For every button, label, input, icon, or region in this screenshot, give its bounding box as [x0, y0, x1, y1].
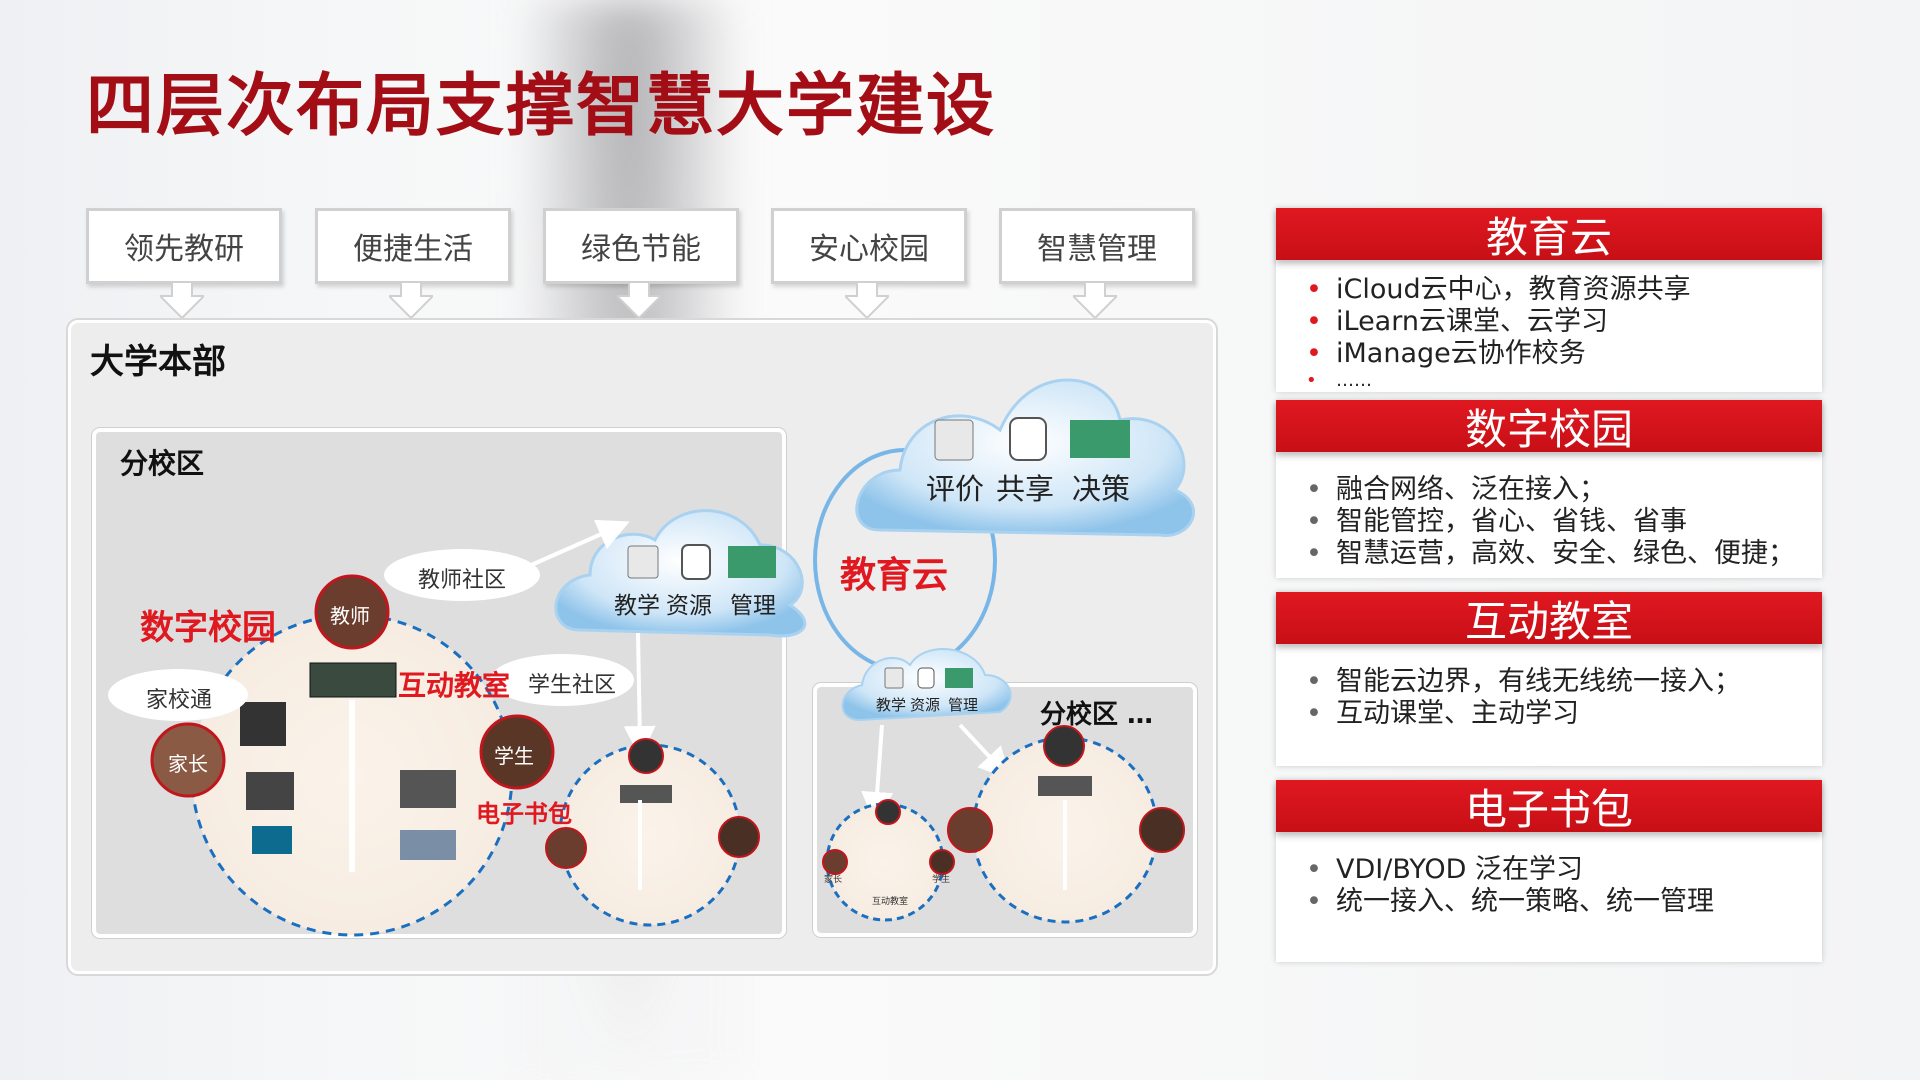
main-campus-title: 大学本部 [90, 342, 226, 382]
small-cloud-label-resource: 资源 [910, 696, 941, 714]
page-title: 四层次布局支撑智慧大学建设 [86, 67, 997, 146]
mid-cloud-label-manage: 管理 [730, 593, 776, 619]
card-edu-cloud: 教育云 iCloud云中心，教育资源共享 iLearn云课堂、云学习 iMana… [1276, 208, 1822, 392]
top-cloud-label-share: 共享 [996, 472, 1055, 506]
list-item: 智能云边界，有线无线统一接入； [1306, 666, 1822, 698]
down-arrow-icon [617, 282, 661, 318]
card-ebook-list: VDI/BYOD 泛在学习 统一接入、统一策略、统一管理 [1276, 832, 1822, 918]
card-ebook: 电子书包 VDI/BYOD 泛在学习 统一接入、统一策略、统一管理 [1276, 780, 1822, 962]
interactive-classroom-label: 互动教室 [398, 669, 511, 702]
small-parent-label: 家长 [824, 875, 843, 885]
small-cloud-label-manage: 管理 [948, 696, 979, 714]
list-item: 统一接入、统一策略、统一管理 [1306, 886, 1822, 918]
teacher-label: 教师 [330, 604, 370, 628]
top-cloud-label-decision: 决策 [1072, 472, 1131, 506]
down-arrow-icon [845, 282, 889, 318]
edu-cloud-label: 教育云 [840, 555, 949, 596]
small-student-label: 学生 [932, 875, 951, 885]
down-arrow-icon [1073, 282, 1117, 318]
card-interactive-classroom: 互动教室 智能云边界，有线无线统一接入； 互动课堂、主动学习 [1276, 592, 1822, 766]
ebook-label: 电子书包 [476, 800, 572, 828]
list-item: iLearn云课堂、云学习 [1306, 306, 1822, 338]
list-item: …… [1306, 370, 1822, 392]
student-community-label: 学生社区 [528, 673, 617, 698]
card-digital-campus: 数字校园 融合网络、泛在接入； 智能管控，省心、省钱、省事 智慧运营，高效、安全… [1276, 400, 1822, 578]
teacher-community-label: 教师社区 [418, 568, 507, 593]
tab-safe-campus: 安心校园 [771, 208, 967, 284]
card-digital-campus-list: 融合网络、泛在接入； 智能管控，省心、省钱、省事 智慧运营，高效、安全、绿色、便… [1276, 452, 1822, 570]
branch-campus-title: 分校区 [120, 447, 205, 480]
top-cloud-label-eval: 评价 [926, 472, 985, 506]
card-ebook-title: 电子书包 [1276, 780, 1822, 834]
card-edu-cloud-title: 教育云 [1276, 208, 1822, 262]
list-item: VDI/BYOD 泛在学习 [1306, 854, 1822, 886]
card-interactive-classroom-title: 互动教室 [1276, 592, 1822, 646]
small-interactive-classroom-label: 互动教室 [872, 897, 909, 907]
card-digital-campus-title: 数字校园 [1276, 400, 1822, 454]
student-label: 学生 [494, 744, 534, 768]
digital-campus-label: 数字校园 [140, 608, 276, 648]
list-item: iCloud云中心，教育资源共享 [1306, 274, 1822, 306]
list-item: 智能管控，省心、省钱、省事 [1306, 506, 1822, 538]
down-arrow-icon [389, 282, 433, 318]
mid-cloud-label-resource: 资源 [666, 593, 712, 619]
list-item: 融合网络、泛在接入； [1306, 474, 1822, 506]
mid-cloud-label-teach: 教学 [614, 593, 660, 619]
tab-smart-management: 智慧管理 [999, 208, 1195, 284]
parent-label: 家长 [168, 752, 208, 776]
tab-green-energy: 绿色节能 [543, 208, 739, 284]
tab-leading-research: 领先教研 [86, 208, 282, 284]
home-school-label: 家校通 [146, 688, 213, 713]
card-edu-cloud-list: iCloud云中心，教育资源共享 iLearn云课堂、云学习 iManage云协… [1276, 260, 1822, 392]
list-item: iManage云协作校务 [1306, 338, 1822, 370]
list-item: 互动课堂、主动学习 [1306, 698, 1822, 730]
small-cloud-label-teach: 教学 [876, 696, 907, 714]
branch-campus-2-title: 分校区 … [1040, 700, 1154, 730]
card-interactive-classroom-list: 智能云边界，有线无线统一接入； 互动课堂、主动学习 [1276, 644, 1822, 730]
list-item: 智慧运营，高效、安全、绿色、便捷； [1306, 538, 1822, 570]
tab-convenient-life: 便捷生活 [315, 208, 511, 284]
down-arrow-icon [160, 282, 204, 318]
